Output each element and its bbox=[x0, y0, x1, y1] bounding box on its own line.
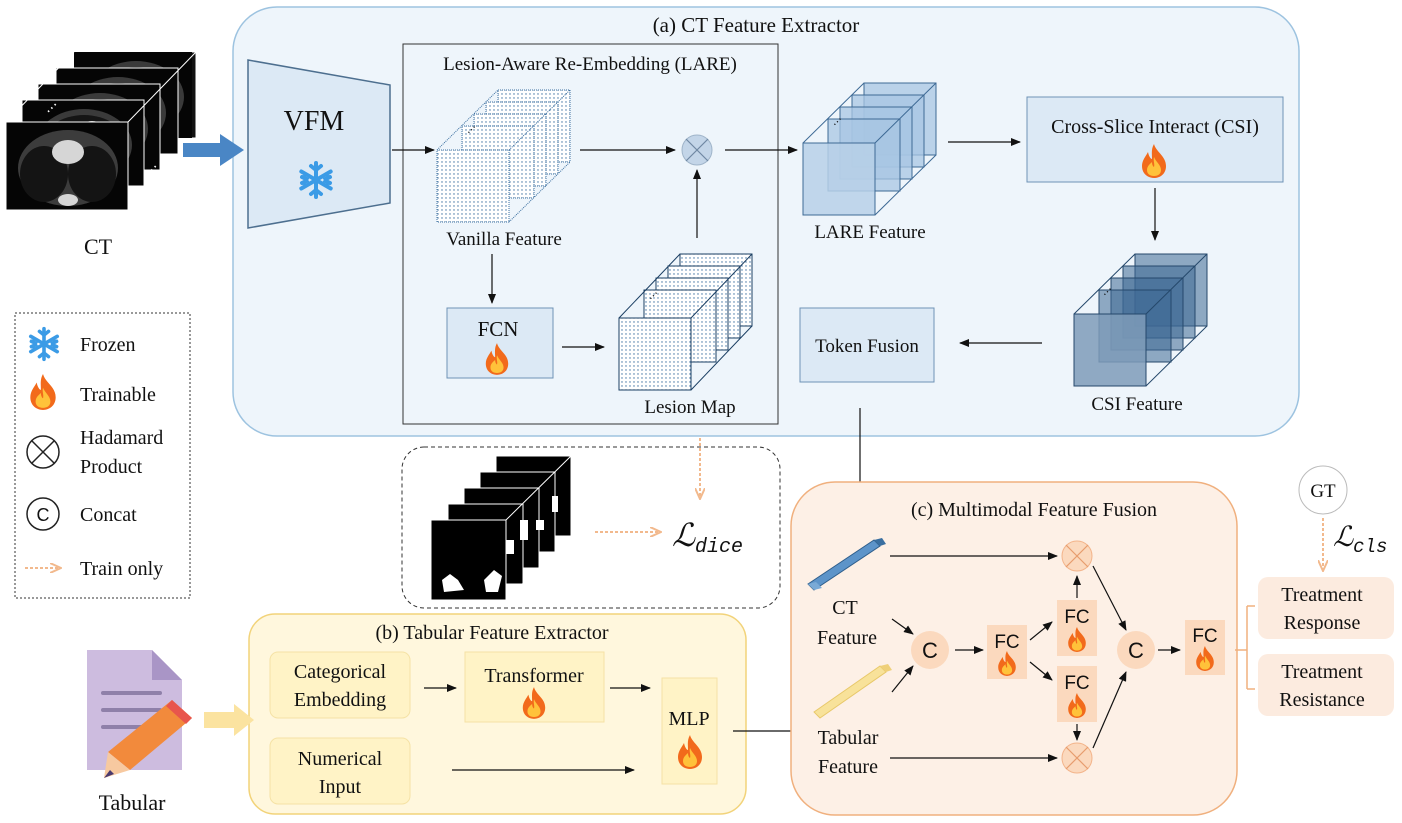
legend-concat-symbol: C bbox=[37, 505, 50, 525]
transformer-label: Transformer bbox=[484, 665, 584, 687]
tabular-feature-line2: Feature bbox=[818, 756, 878, 778]
lare-hadamard-icon bbox=[681, 134, 713, 166]
cls-loss-label: ℒcls bbox=[1333, 522, 1387, 558]
numerical-block bbox=[269, 737, 411, 805]
output-bracket bbox=[1235, 605, 1255, 690]
legend-hadamard-line1: Hadamard bbox=[80, 427, 163, 449]
hadamard-bottom-to-concat-arrow bbox=[1092, 671, 1127, 749]
gt-label: GT bbox=[1310, 481, 1336, 502]
fusion-concat-symbol-2: C bbox=[1128, 638, 1144, 663]
ct-feature-line2: Feature bbox=[817, 627, 877, 649]
ct-slices-image: ⋯ ⋯ bbox=[5, 51, 197, 211]
fc-label-3: FC bbox=[1064, 673, 1089, 694]
categorical-block bbox=[269, 651, 411, 719]
csi-feature-stack: ⋯ bbox=[1073, 253, 1208, 387]
treatment-response-block bbox=[1258, 577, 1394, 639]
fusion-hadamard-icon-bottom bbox=[1061, 742, 1093, 774]
tabular-input-arrow bbox=[204, 704, 254, 736]
legend-concat-label: Concat bbox=[80, 504, 137, 526]
treatment-resistance-block bbox=[1258, 654, 1394, 716]
token-fusion-block bbox=[799, 307, 935, 383]
fusion-title: (c) Multimodal Feature Fusion bbox=[911, 499, 1157, 521]
fusion-concat-symbol-1: C bbox=[922, 638, 938, 663]
ct-extractor-title: (a) CT Feature Extractor bbox=[653, 13, 860, 37]
legend-train-only-label: Train only bbox=[80, 558, 163, 580]
gt-mask-stack bbox=[430, 455, 572, 601]
vanilla-feature-stack: ⋯ bbox=[436, 89, 571, 223]
ct-input-label: CT bbox=[84, 234, 113, 259]
csi-label: Cross-Slice Interact (CSI) bbox=[1051, 116, 1259, 138]
gt-circle bbox=[1298, 465, 1348, 515]
fcn-label: FCN bbox=[478, 317, 519, 341]
fc-label-1: FC bbox=[994, 632, 1019, 653]
ctfeat-to-concat-arrow bbox=[891, 618, 914, 635]
treatment-resistance-line1: Treatment bbox=[1281, 661, 1363, 683]
treatment-response-line2: Response bbox=[1284, 612, 1361, 634]
tabular-extractor-title: (b) Tabular Feature Extractor bbox=[375, 622, 608, 644]
categorical-line2: Embedding bbox=[294, 689, 386, 711]
fc1-to-fc2-arrow bbox=[1029, 621, 1053, 641]
legend-hadamard-line2: Product bbox=[80, 456, 143, 478]
ct-input-arrow bbox=[183, 134, 244, 166]
mlp-label: MLP bbox=[668, 708, 709, 730]
vfm-label: VFM bbox=[284, 106, 345, 137]
tabular-feature-bar bbox=[813, 664, 892, 719]
numerical-line2: Input bbox=[319, 776, 362, 798]
tabfeat-to-concat-arrow bbox=[891, 665, 914, 693]
lesion-map-label: Lesion Map bbox=[644, 397, 735, 418]
fusion-concat-icon-1 bbox=[911, 631, 949, 669]
vanilla-feature-label: Vanilla Feature bbox=[446, 229, 562, 250]
numerical-line1: Numerical bbox=[298, 748, 383, 770]
fc-label-2: FC bbox=[1064, 607, 1089, 628]
token-fusion-label: Token Fusion bbox=[815, 336, 919, 357]
csi-feature-label: CSI Feature bbox=[1091, 394, 1182, 415]
legend-hadamard-icon bbox=[26, 435, 60, 469]
dice-loss-subscript: dice bbox=[695, 536, 743, 559]
lare-feature-stack: ⋯ bbox=[802, 82, 937, 216]
tabular-feature-line1: Tabular bbox=[818, 727, 879, 749]
tabular-document-icon bbox=[87, 650, 192, 778]
legend-frozen-label: Frozen bbox=[80, 334, 136, 356]
cls-loss-subscript: cls bbox=[1353, 536, 1387, 558]
treatment-resistance-line2: Resistance bbox=[1279, 689, 1365, 711]
tabular-input-label: Tabular bbox=[99, 790, 167, 815]
lare-feature-label: LARE Feature bbox=[814, 222, 925, 243]
treatment-response-line1: Treatment bbox=[1281, 584, 1363, 606]
dice-loss-label: ℒdice bbox=[672, 517, 743, 559]
fusion-concat-icon-2 bbox=[1117, 631, 1155, 669]
fc1-to-fc3-arrow bbox=[1029, 661, 1053, 681]
lesion-map-stack: ⋯ bbox=[618, 253, 753, 391]
dice-loss-symbol: ℒ bbox=[672, 517, 696, 553]
legend-concat-icon bbox=[26, 497, 60, 531]
ct-feature-line1: CT bbox=[832, 597, 858, 619]
fc-label-4: FC bbox=[1192, 626, 1217, 647]
vfm-block bbox=[247, 59, 391, 229]
fusion-hadamard-icon-top bbox=[1061, 540, 1093, 572]
cls-loss-symbol: ℒ bbox=[1333, 522, 1354, 553]
lare-title: Lesion-Aware Re-Embedding (LARE) bbox=[443, 54, 737, 75]
categorical-line1: Categorical bbox=[294, 661, 387, 683]
hadamard-top-to-concat-arrow bbox=[1092, 565, 1127, 631]
legend-trainable-label: Trainable bbox=[80, 384, 156, 406]
ct-feature-bar bbox=[807, 538, 886, 591]
